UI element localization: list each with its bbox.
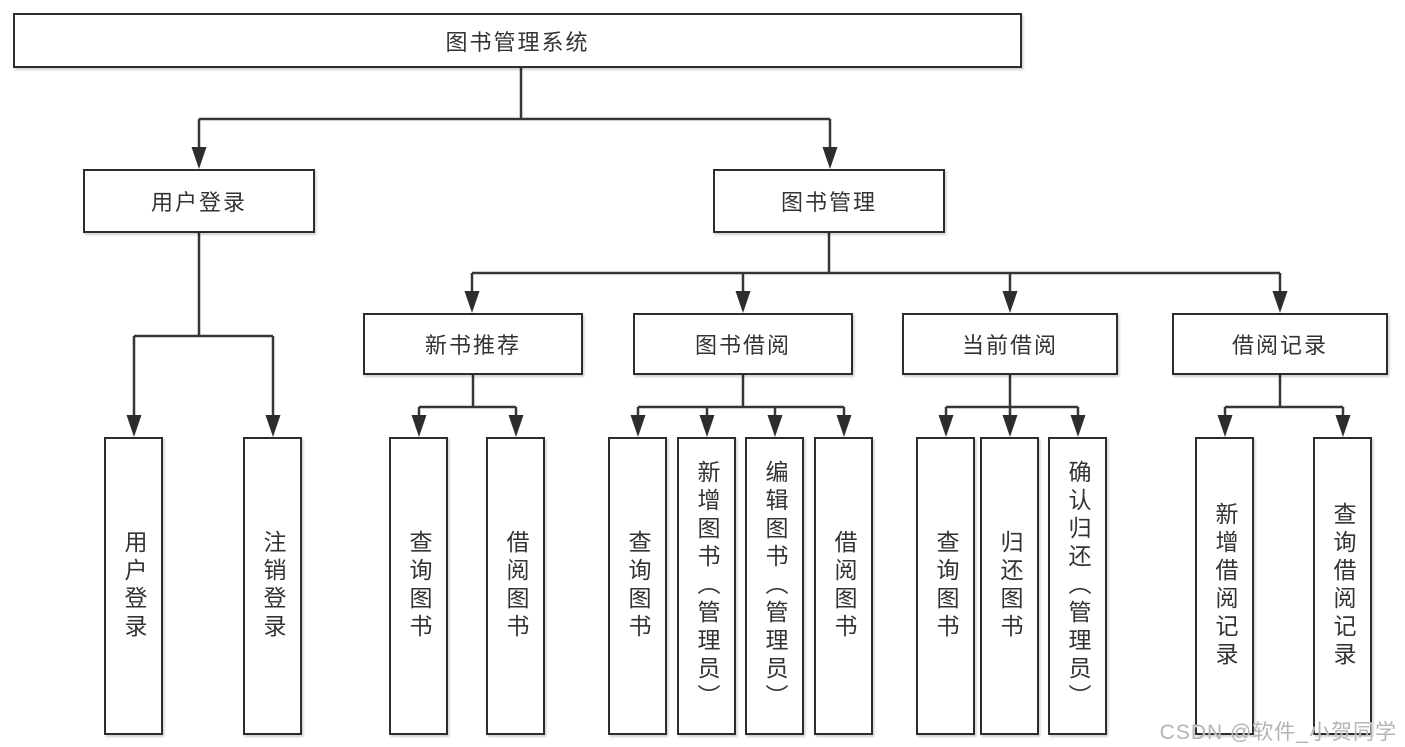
records-branch-connector <box>1223 375 1345 420</box>
node-root: 图书管理系统 <box>13 13 1022 68</box>
node-label: 编辑图书（管理员） <box>762 460 788 712</box>
newbooks-branch-connector <box>417 375 518 420</box>
node-label: 用户登录 <box>121 530 147 642</box>
node-label: 归还图书 <box>997 530 1023 642</box>
leaf-current-return: 归还图书 <box>980 437 1039 735</box>
leaf-records-query: 查询借阅记录 <box>1313 437 1372 735</box>
leaf-current-query: 查询图书 <box>916 437 975 735</box>
node-label: 注销登录 <box>260 530 286 642</box>
userlogin-branch-connector <box>132 233 275 420</box>
node-label: 借阅图书 <box>831 530 857 642</box>
arrow-icon <box>464 291 480 313</box>
node-label: 借阅图书 <box>503 530 529 642</box>
arrow-icon <box>411 415 427 437</box>
arrow-icon <box>699 415 715 437</box>
leaf-borrow-query: 查询图书 <box>608 437 667 735</box>
node-label: 新书推荐 <box>424 333 521 358</box>
node-label: 借阅记录 <box>1231 333 1328 358</box>
node-label: 确认归还（管理员） <box>1065 460 1091 712</box>
leaf-records-add: 新增借阅记录 <box>1195 437 1254 735</box>
leaf-user-login: 用户登录 <box>104 437 163 735</box>
node-label: 用户登录 <box>150 190 247 215</box>
node-label: 查询图书 <box>625 530 651 642</box>
node-label: 图书借阅 <box>694 333 791 358</box>
node-label: 查询借阅记录 <box>1330 502 1356 670</box>
csdn-watermark: CSDN @软件_小贺同学 <box>1159 721 1397 744</box>
node-label: 查询图书 <box>406 530 432 642</box>
node-new-book-recommend: 新书推荐 <box>363 313 583 375</box>
arrow-icon <box>191 147 207 169</box>
leaf-logout: 注销登录 <box>243 437 302 735</box>
node-label: 图书管理系统 <box>445 29 590 55</box>
node-user-login: 用户登录 <box>83 169 315 233</box>
arrow-icon <box>126 415 142 437</box>
arrow-icon <box>836 415 852 437</box>
arrow-icon <box>1217 415 1233 437</box>
arrow-icon <box>1070 415 1086 437</box>
arrow-icon <box>1002 415 1018 437</box>
arrow-icon <box>508 415 524 437</box>
leaf-borrow-edit-admin: 编辑图书（管理员） <box>745 437 804 735</box>
leaf-newbooks-query: 查询图书 <box>389 437 448 735</box>
node-label: 查询图书 <box>933 530 959 642</box>
node-label: 图书管理 <box>780 190 877 215</box>
node-borrow-records: 借阅记录 <box>1172 313 1388 375</box>
root-to-level2-connector <box>197 68 832 152</box>
node-label: 新增图书（管理员） <box>694 460 720 712</box>
bookborrow-branch-connector <box>636 375 846 420</box>
arrow-icon <box>1272 291 1288 313</box>
node-current-borrow: 当前借阅 <box>902 313 1118 375</box>
node-label: 当前借阅 <box>961 333 1058 358</box>
arrow-icon <box>767 415 783 437</box>
leaf-current-confirm-admin: 确认归还（管理员） <box>1048 437 1107 735</box>
bookmgmt-to-level3-connector <box>470 233 1282 296</box>
arrow-icon <box>265 415 281 437</box>
arrow-icon <box>938 415 954 437</box>
node-label: 新增借阅记录 <box>1212 502 1238 670</box>
arrow-icon <box>735 291 751 313</box>
arrow-icon <box>822 147 838 169</box>
node-book-management: 图书管理 <box>713 169 945 233</box>
arrow-icon <box>630 415 646 437</box>
currentborrow-branch-connector <box>944 375 1080 420</box>
leaf-borrow-borrow: 借阅图书 <box>814 437 873 735</box>
arrow-icon <box>1335 415 1351 437</box>
leaf-borrow-add-admin: 新增图书（管理员） <box>677 437 736 735</box>
arrow-icon <box>1002 291 1018 313</box>
node-book-borrow: 图书借阅 <box>633 313 853 375</box>
leaf-newbooks-borrow: 借阅图书 <box>486 437 545 735</box>
